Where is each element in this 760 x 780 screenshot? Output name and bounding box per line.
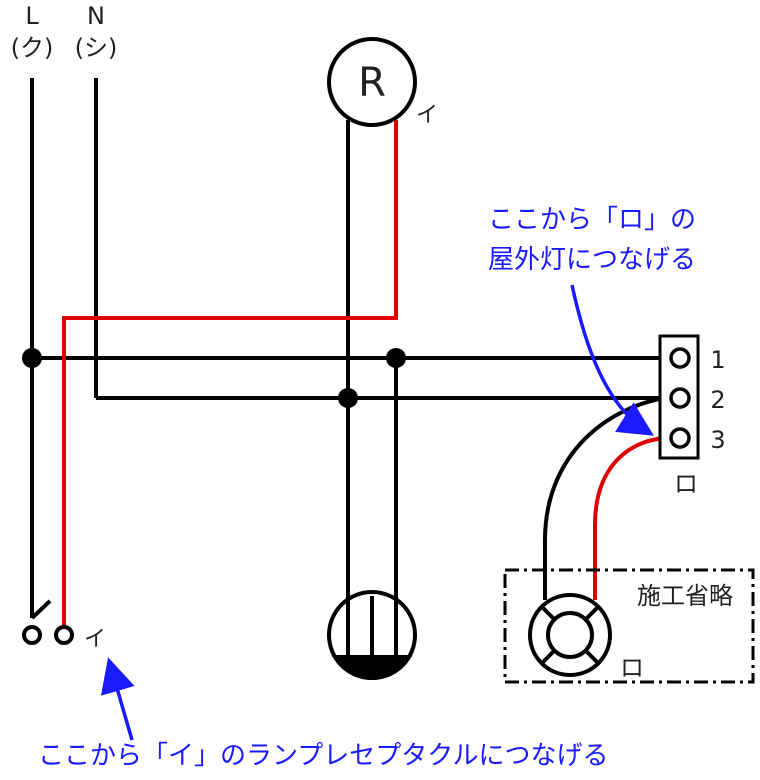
terminal-2 [669, 387, 691, 409]
outlet-outline [327, 590, 417, 680]
switch-contact-left [22, 625, 42, 645]
annotation-bottom-arrow [100, 657, 135, 741]
outdoor-light-cross [540, 648, 557, 665]
outdoor-light-inner [546, 611, 594, 659]
junction-dot [22, 348, 42, 368]
red-wires [62, 120, 665, 625]
junction-dots [22, 348, 406, 408]
switch-contact-right [54, 625, 74, 645]
neutral-sub-label: (シ) [75, 34, 118, 62]
construction-omitted-label: 施工省略 [637, 582, 733, 610]
terminal-1 [669, 347, 691, 369]
switch-lever [30, 599, 52, 620]
line-sub-label: (ク) [11, 34, 54, 62]
terminal-number: 2 [710, 386, 725, 414]
receptacle-lamp [327, 37, 417, 127]
junction-dot [338, 388, 358, 408]
switch-return-wire [62, 120, 398, 625]
outdoor-light-cross [583, 648, 600, 665]
outdoor-light [528, 593, 612, 677]
construction-omitted-box [503, 568, 755, 684]
line-label: L [25, 2, 39, 30]
annotation-bottom: ここから「イ」のランプレセプタクルにつなげる [38, 741, 608, 771]
black-wires [30, 78, 665, 620]
junction-dot [386, 348, 406, 368]
terminal-3 [669, 427, 691, 449]
wall-outlet [327, 590, 417, 680]
outdoor-light-red-wire [593, 436, 665, 600]
terminal-number: 1 [710, 346, 725, 374]
receptacle-tag: イ [416, 103, 438, 128]
receptacle-symbol: R [358, 60, 386, 106]
annotation-top-line2: 屋外灯につなげる [488, 245, 696, 275]
terminal-block-tag: ロ [674, 470, 698, 498]
neutral-label: N [87, 2, 105, 30]
annotation-top-line1: ここから「ロ」の [488, 205, 696, 235]
switch-tag: イ [84, 627, 106, 652]
outdoor-light-tag: ロ [620, 654, 644, 682]
outdoor-light-cross [540, 605, 557, 622]
terminal-number: 3 [710, 426, 725, 454]
outdoor-light-cross [583, 605, 600, 622]
annotation-top-arrow [570, 284, 654, 436]
